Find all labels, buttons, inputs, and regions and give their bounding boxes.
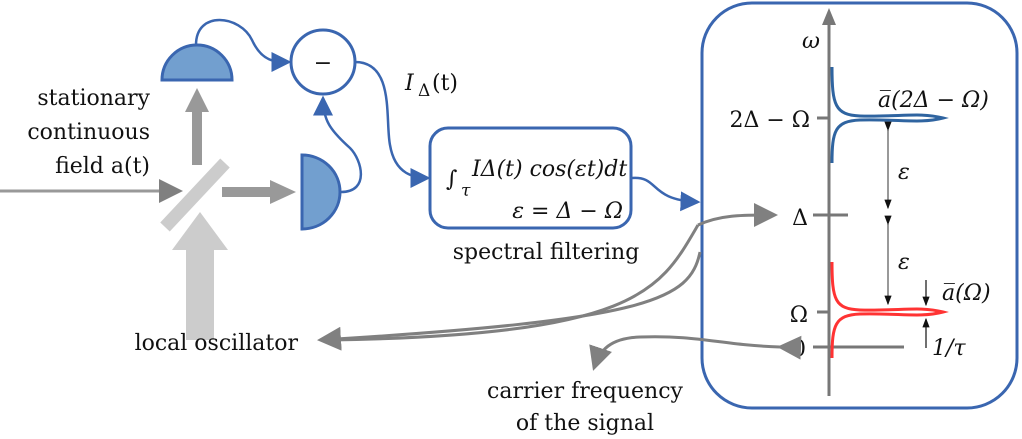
signal-wire bbox=[354, 60, 431, 188]
tick-label: 0 bbox=[792, 337, 806, 362]
svg-text:τ: τ bbox=[461, 181, 471, 201]
axis-arrow-icon bbox=[822, 8, 836, 25]
carrier-arrow bbox=[589, 335, 802, 371]
source-line: field a(t) bbox=[55, 154, 150, 179]
signal-label: I Δ (t) bbox=[404, 71, 458, 101]
svg-text:(t): (t) bbox=[432, 71, 458, 96]
carrier-label: carrier frequency bbox=[487, 379, 683, 404]
tick-label: Ω bbox=[790, 303, 808, 328]
local-oscillator-arrow bbox=[317, 251, 702, 351]
transmitted-beam-arrow bbox=[222, 180, 296, 204]
source-line: continuous bbox=[27, 120, 150, 145]
local-oscillator-beam-arrow bbox=[172, 212, 228, 340]
filter-condition: ε = Δ − Ω bbox=[512, 199, 623, 224]
minus-sign: − bbox=[314, 51, 332, 76]
filter-caption: spectral filtering bbox=[453, 240, 640, 265]
local-oscillator-connector bbox=[329, 224, 700, 342]
gap-label: ε bbox=[898, 250, 910, 275]
right-detector-wire bbox=[313, 95, 362, 194]
top-detector bbox=[160, 43, 234, 82]
svg-text:Δ: Δ bbox=[418, 81, 430, 101]
source-line: stationary bbox=[37, 86, 150, 111]
tick-label: 2Δ − Ω bbox=[729, 108, 810, 133]
spectrum-box bbox=[700, 1, 1019, 410]
filter-formula: IΔ(t) cos(εt)dt bbox=[471, 157, 627, 182]
filter-output-wire bbox=[631, 176, 701, 212]
delta-arrow bbox=[697, 203, 778, 228]
source-label: stationary continuous field a(t) bbox=[27, 86, 150, 179]
spectral-filter-box bbox=[428, 126, 633, 230]
axis-label: ω bbox=[802, 29, 820, 54]
lower-peak bbox=[830, 261, 949, 359]
tick-label: Δ bbox=[792, 206, 808, 231]
gap-label: ε bbox=[898, 160, 910, 185]
local-oscillator-label: local oscillator bbox=[135, 331, 299, 356]
right-detector bbox=[300, 153, 342, 231]
upper-peak-label: a̅(2Δ − Ω) bbox=[878, 88, 989, 113]
width-label: 1/τ bbox=[932, 336, 966, 361]
integral-sign: ∫ bbox=[446, 167, 458, 192]
reflected-beam-arrow bbox=[185, 88, 209, 165]
top-detector-wire bbox=[194, 18, 292, 72]
beam-splitter bbox=[160, 158, 230, 232]
carrier-label: of the signal bbox=[516, 411, 654, 436]
lower-peak-label: a̅(Ω) bbox=[942, 281, 991, 306]
upper-peak bbox=[830, 66, 949, 164]
svg-text:I: I bbox=[404, 71, 415, 96]
